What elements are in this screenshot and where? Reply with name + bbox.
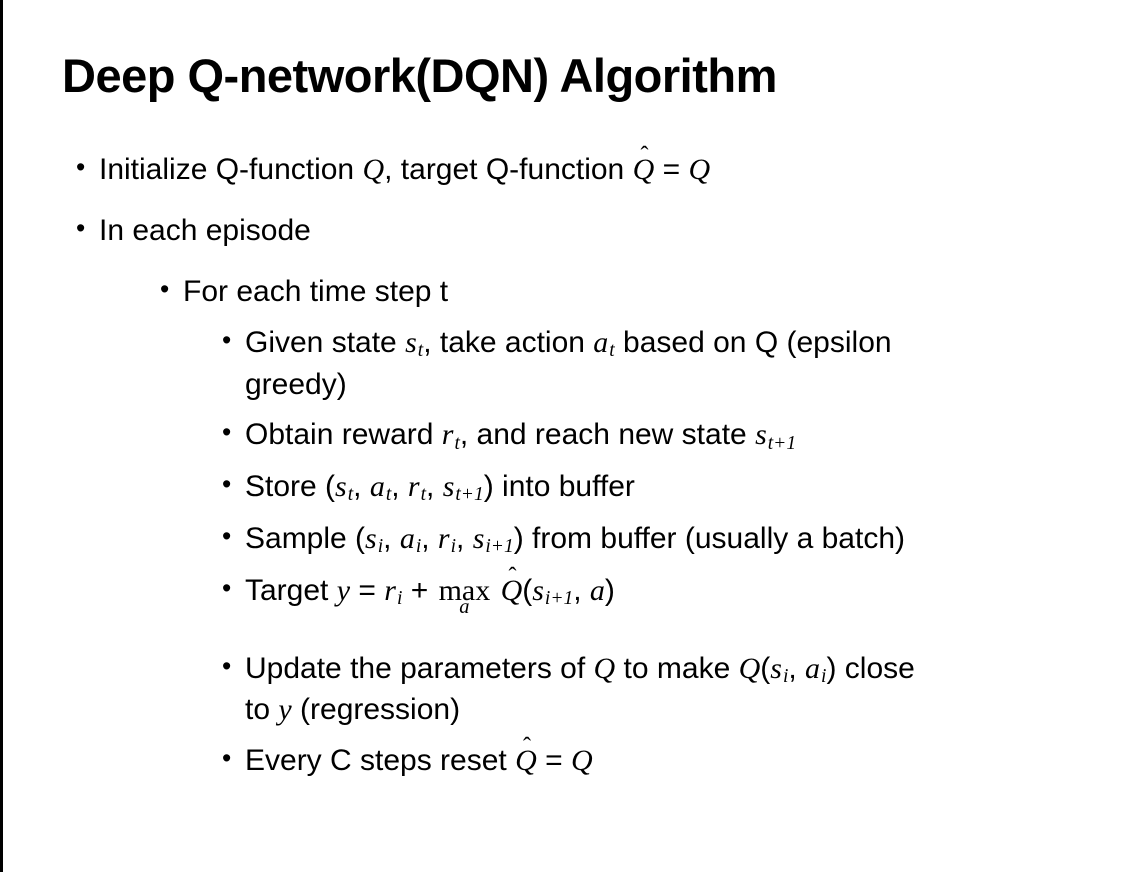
bullet-text: Update the parameters of Q to make Q(si,… — [245, 651, 915, 727]
bullet-item: • Initialize Q-function Q, target Q-funct… — [76, 143, 1124, 191]
slide-title: Deep Q-network(DQN) Algorithm — [62, 49, 777, 102]
bullet-item: • Store (st, at, rt, st+1) into buffer — [222, 467, 1124, 509]
bullet-icon: • — [222, 520, 232, 551]
bullet-text: Given state st, take action at based on … — [245, 325, 892, 401]
bullet-text: For each time step t — [183, 274, 449, 308]
bullet-text: Sample (si, ai, ri, si+1) from buffer (u… — [245, 521, 905, 558]
bullet-icon: • — [222, 417, 232, 448]
bullet-icon: • — [160, 273, 170, 304]
bullet-list: • Initialize Q-function Q, target Q-funct… — [0, 143, 1124, 782]
bullet-text: In each episode — [99, 214, 311, 248]
bullet-item: • Update the parameters of Q to make Q(si… — [222, 649, 1124, 732]
bullet-item: • Sample (si, ai, ri, si+1) from buffer (… — [222, 519, 1124, 561]
bullet-icon: • — [222, 743, 232, 774]
bullet-icon: • — [222, 324, 232, 355]
bullet-text: Obtain reward rt, and reach new state st… — [245, 418, 797, 454]
bullet-text: Initialize Q-function Q, target Q-functi… — [99, 143, 711, 187]
bullet-icon: • — [76, 152, 86, 183]
bullet-text: Store (st, at, rt, st+1) into buffer — [245, 470, 635, 506]
bullet-item: • In each episode — [76, 211, 1124, 252]
bullet-icon: • — [222, 572, 232, 603]
bullet-item: • Obtain reward rt, and reach new state s… — [222, 415, 1124, 457]
bullet-icon: • — [222, 650, 232, 681]
bullet-item: • For each time step t — [160, 272, 1124, 313]
bullet-icon: • — [76, 213, 86, 244]
bullet-item: • Given state st, take action at based on… — [222, 323, 1124, 406]
bullet-icon: • — [222, 469, 232, 500]
slide-left-border — [0, 0, 3, 872]
